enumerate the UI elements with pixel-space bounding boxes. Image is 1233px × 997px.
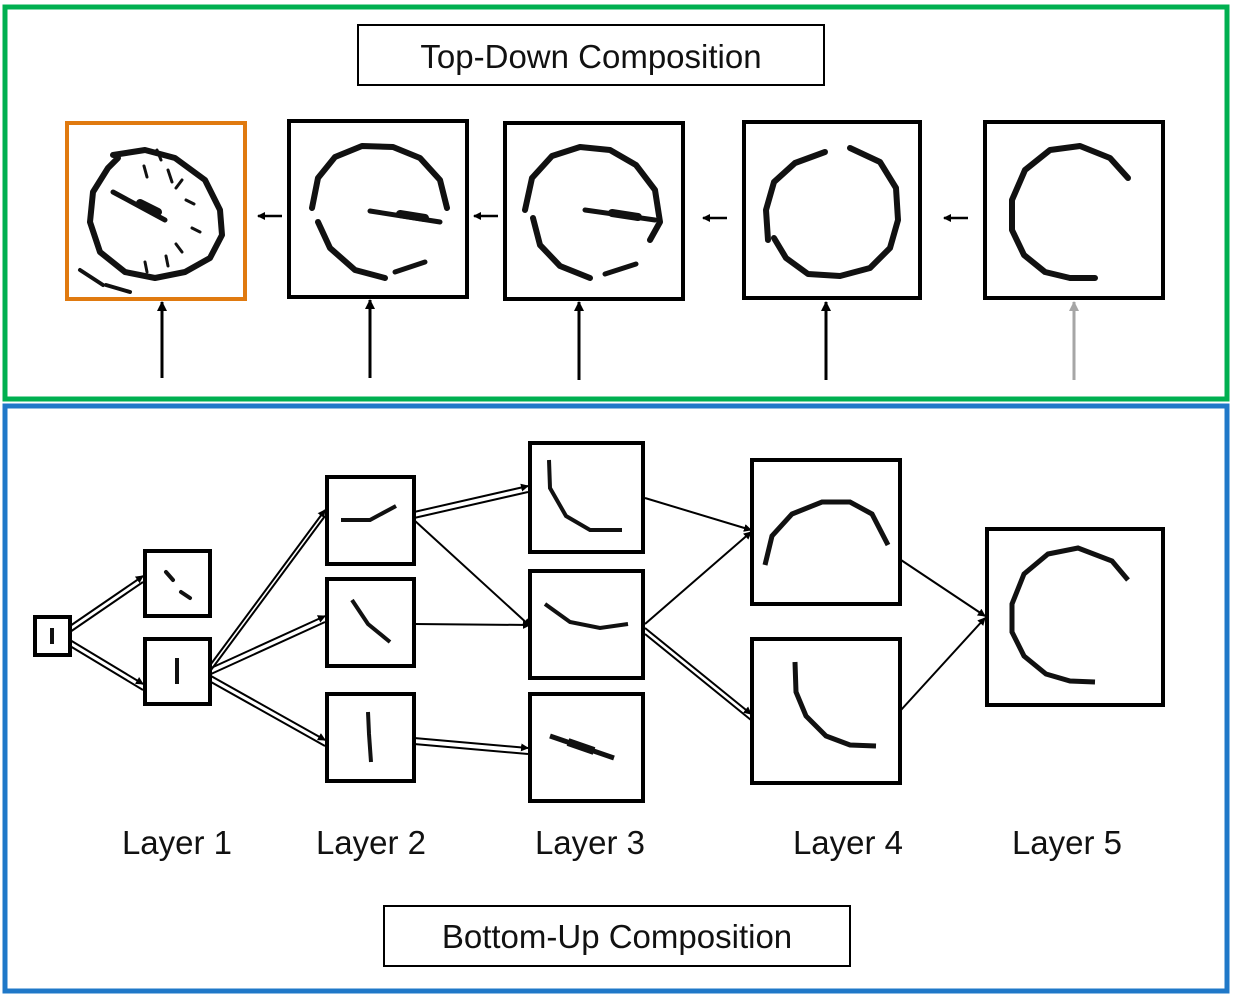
clock-sketch xyxy=(78,147,225,294)
layer-4-box-1 xyxy=(750,458,902,606)
top-box-2 xyxy=(287,119,469,299)
top-box-5 xyxy=(983,120,1165,300)
top-down-panel xyxy=(2,4,1230,402)
layer-1-label: Layer 1 xyxy=(122,824,232,861)
layer-2-label: Layer 2 xyxy=(316,824,426,861)
layer-1-box-bottom xyxy=(143,637,212,706)
layer-2-box-1 xyxy=(325,475,416,566)
layer-3-label: Layer 3 xyxy=(535,824,645,861)
layer-1-box-top xyxy=(143,549,212,618)
top-box-3 xyxy=(503,121,685,301)
layer-3-box-1 xyxy=(528,441,645,554)
top-down-title: Top-Down Composition xyxy=(420,38,761,75)
top-vertical-arrows xyxy=(157,299,1079,380)
bottom-connectors xyxy=(69,483,986,755)
layer-3-box-2 xyxy=(528,569,645,680)
top-down-title-box xyxy=(357,24,825,86)
layer-4-box-2 xyxy=(750,637,902,785)
bottom-up-title: Bottom-Up Composition xyxy=(442,918,792,955)
layer-4-label: Layer 4 xyxy=(793,824,903,861)
layer-2-box-2 xyxy=(325,577,416,668)
layer-0-box xyxy=(33,615,72,657)
layer-5-box xyxy=(985,527,1165,707)
top-horizontal-arrows xyxy=(257,212,968,222)
layer-5-label: Layer 5 xyxy=(1012,824,1122,861)
layer-2-box-3 xyxy=(325,692,416,783)
bottom-up-title-box xyxy=(383,905,851,967)
layer-3-box-3 xyxy=(528,692,645,803)
top-box-1 xyxy=(65,121,247,301)
bottom-up-panel xyxy=(2,403,1230,994)
top-box-4 xyxy=(742,120,922,300)
